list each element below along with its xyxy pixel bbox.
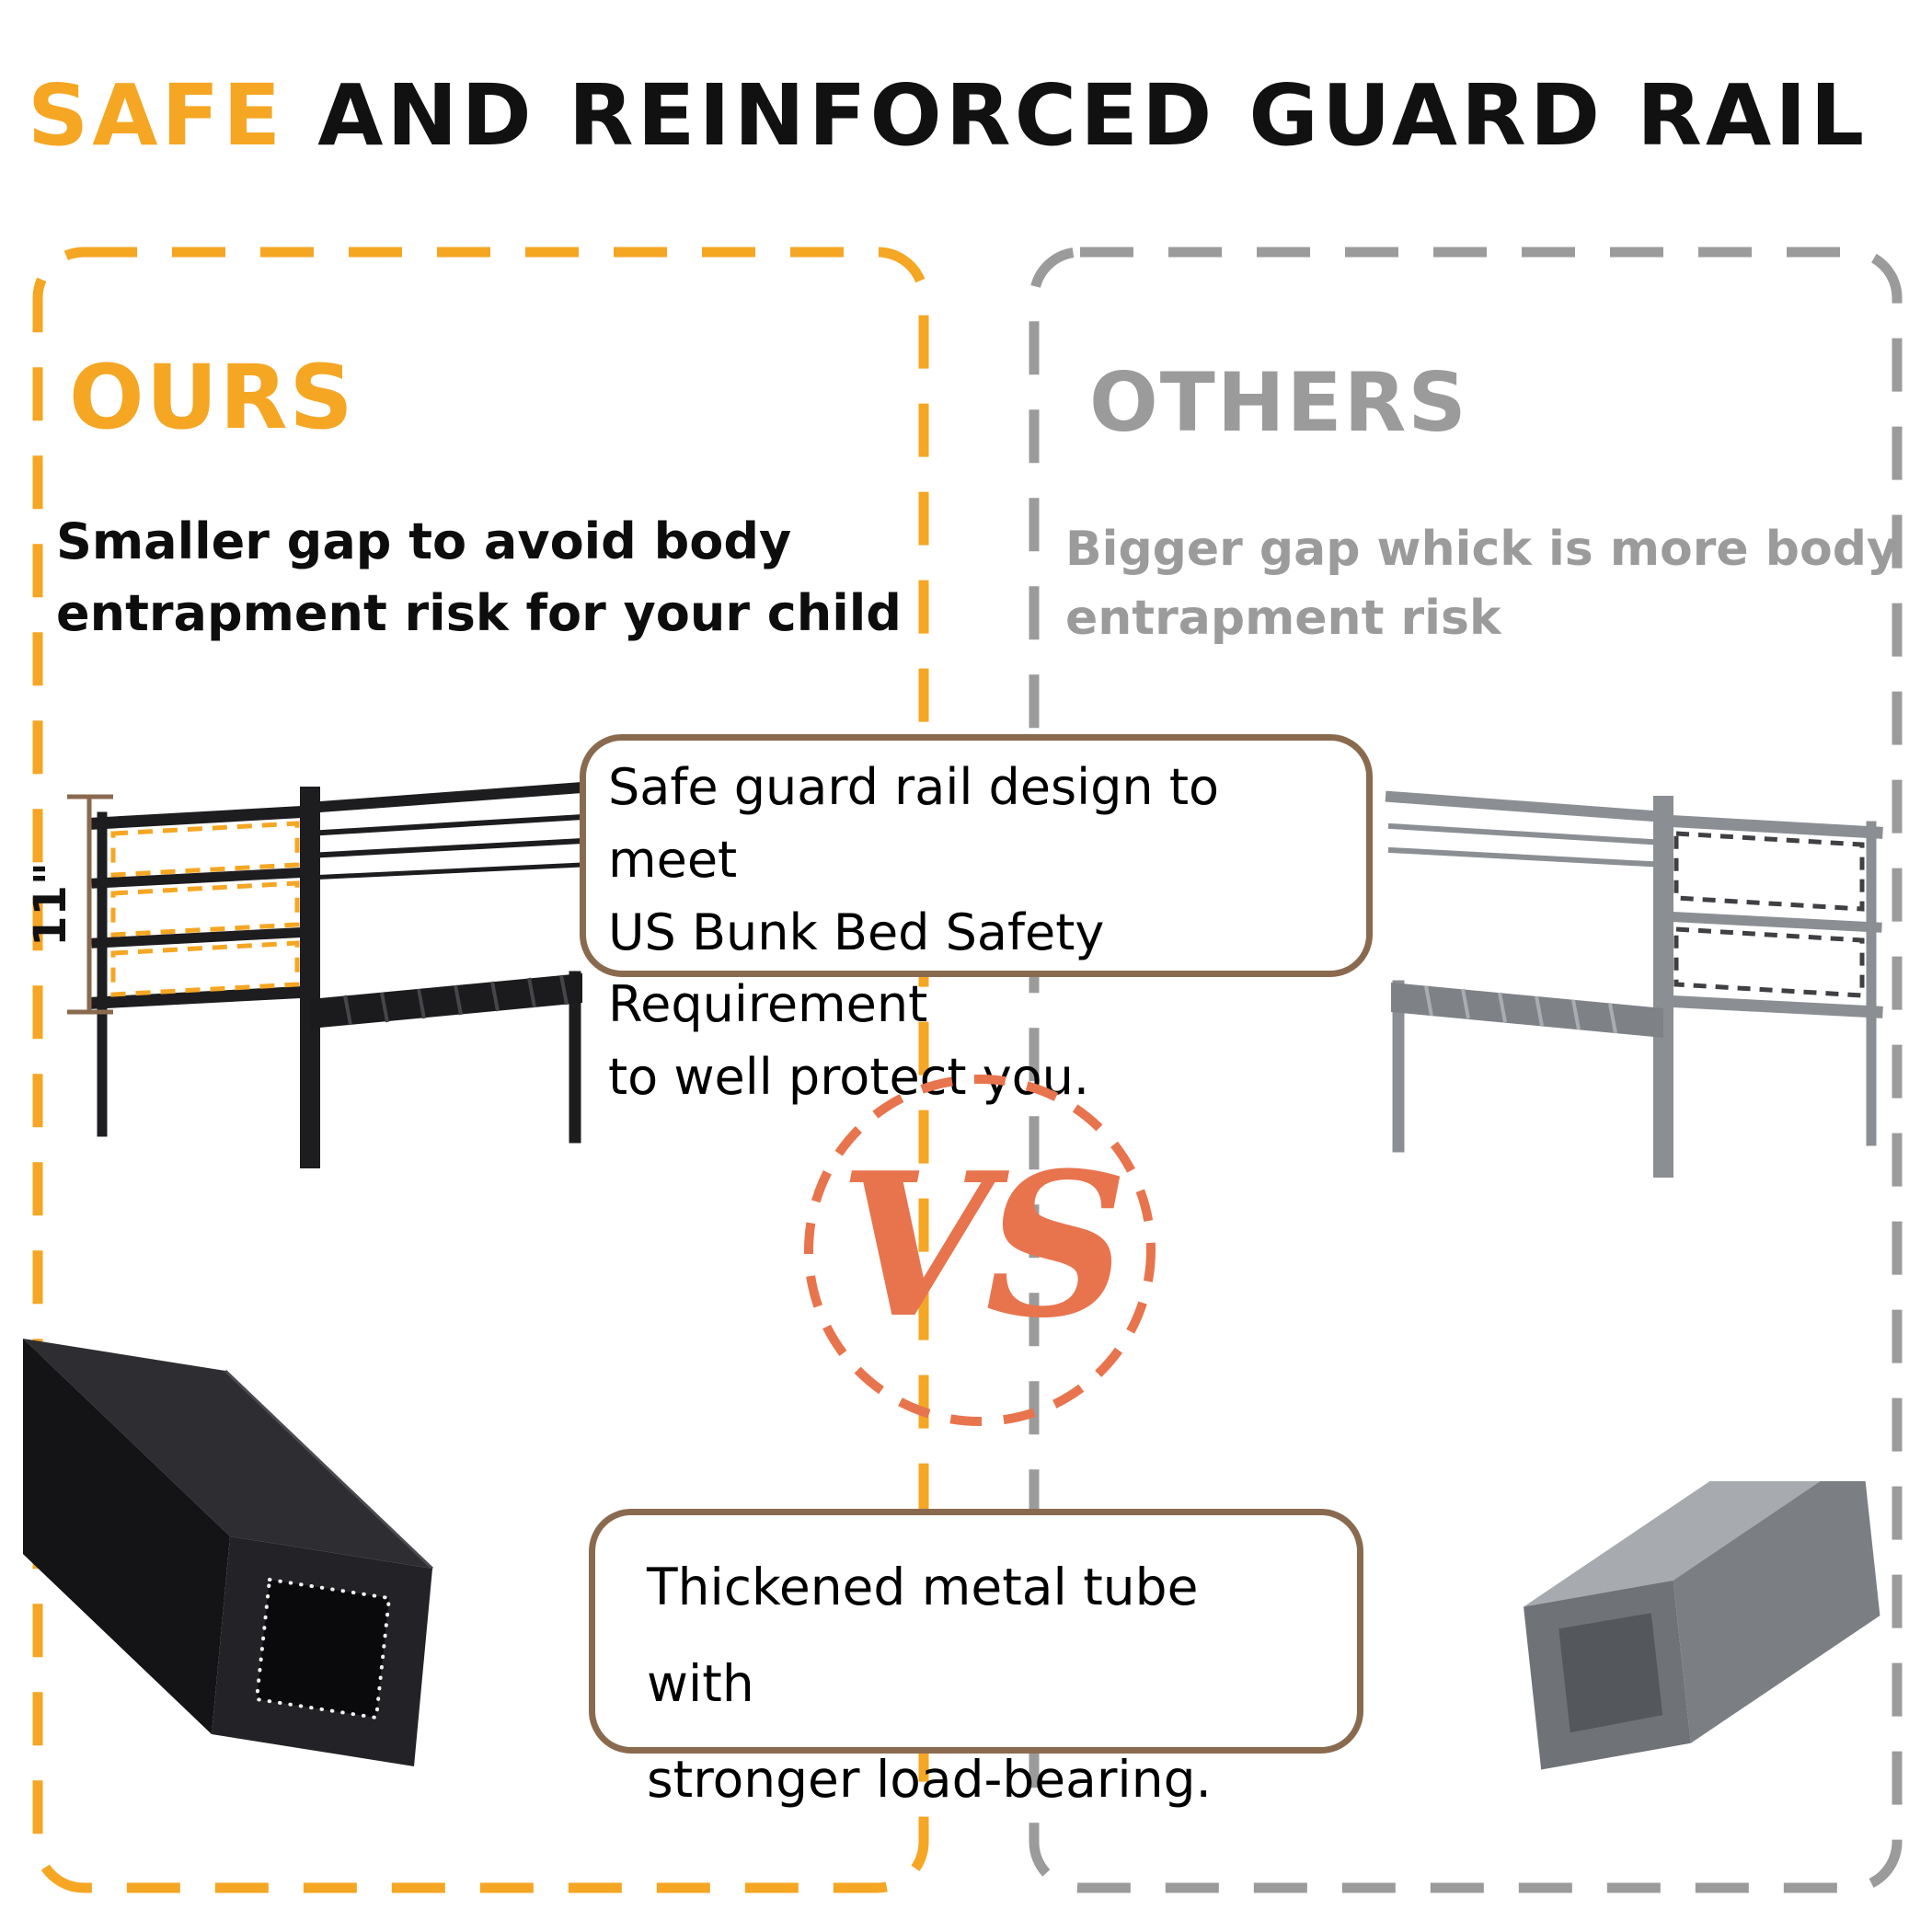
- tube-gray-illustration: [1524, 1481, 1880, 1770]
- vs-badge: VS: [799, 1069, 1161, 1432]
- load-bearing-callout: Thickened metal tube with stronger load-…: [589, 1509, 1363, 1809]
- load-callout-line: stronger load-bearing.: [647, 1750, 1212, 1809]
- guard-rail-gray-illustration: [1385, 790, 1883, 1178]
- vs-label: VS: [838, 1128, 1128, 1362]
- ours-description: Smaller gap to avoid body entrapment ris…: [56, 506, 902, 650]
- ours-panel-border: [32, 247, 929, 1893]
- ours-heading: OURS: [69, 346, 355, 449]
- ours-panel: OURS Smaller gap to avoid body entrapmen…: [23, 247, 929, 1893]
- others-description: Bigger gap whick is more body entrapment…: [1065, 515, 1898, 654]
- title-rest: AND REINFORCED GUARD RAIL: [317, 66, 1869, 165]
- safety-callout: Safe guard rail design to meet US Bunk B…: [580, 734, 1373, 1106]
- tube-black-illustration: [23, 1339, 434, 1766]
- vs-circle: [804, 1075, 1156, 1426]
- page-title: SAFE AND REINFORCED GUARD RAIL: [28, 66, 1868, 165]
- ours-description-line: Smaller gap to avoid body: [56, 512, 792, 570]
- others-description-line: entrapment risk: [1065, 591, 1501, 647]
- others-panel-border: [1029, 247, 1903, 1893]
- ours-description-line: entrapment risk for your child: [56, 584, 902, 643]
- others-description-line: Bigger gap whick is more body: [1065, 522, 1898, 577]
- safety-callout-line: US Bunk Bed Safety Requirement: [608, 903, 1105, 1034]
- safety-callout-line: Safe guard rail design to meet: [608, 758, 1220, 889]
- others-heading: OTHERS: [1089, 355, 1468, 450]
- title-highlight: SAFE: [28, 66, 285, 165]
- dimension-label: 11": [25, 862, 76, 947]
- dimension-indicator: [67, 794, 113, 1015]
- guard-rail-black-illustration: [90, 781, 589, 1168]
- safety-callout-line: to well protect you.: [608, 1048, 1090, 1107]
- others-panel: OTHERS Bigger gap whick is more body ent…: [1029, 247, 1903, 1893]
- load-callout-line: Thickened metal tube with: [647, 1558, 1199, 1713]
